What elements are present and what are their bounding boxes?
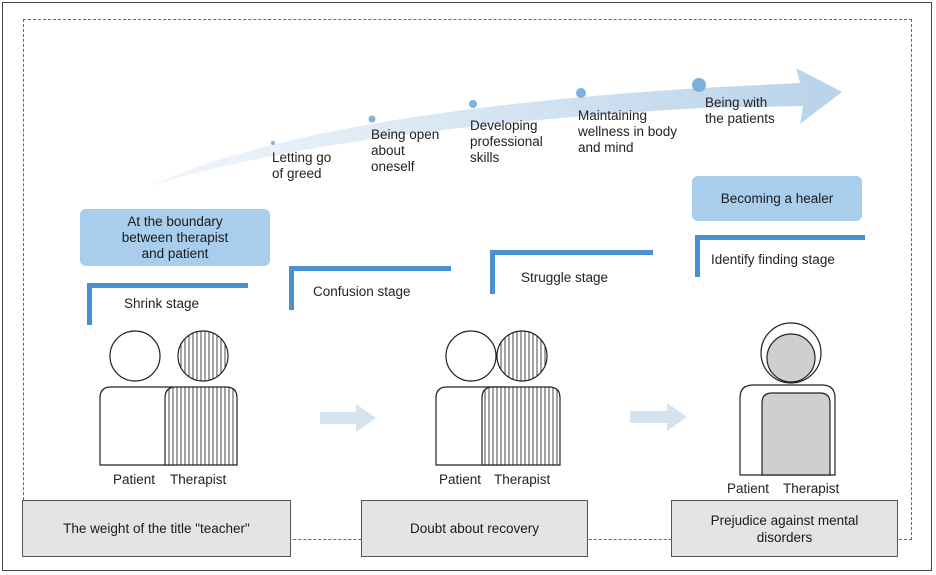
therapist-body-1 (164, 386, 238, 466)
therapist-head-1 (177, 330, 229, 382)
prejudice-box: Prejudice against mental disorders (671, 500, 898, 557)
therapist-body-3 (761, 392, 831, 476)
confusion-bracket-h (289, 266, 451, 271)
figure-group-3 (739, 322, 836, 476)
boundary-box: At the boundary between therapist and pa… (80, 209, 270, 266)
step-label-4: Maintaining wellness in body and mind (578, 108, 678, 155)
patient-head-2 (445, 330, 497, 382)
step-dot-3 (469, 100, 477, 108)
transition-arrow-2 (630, 403, 687, 431)
step-dot-2 (368, 115, 376, 123)
title-weight-box: The weight of the title "teacher" (22, 500, 291, 557)
therapist-head-2 (496, 330, 548, 382)
step-label-5: Being with the patients (705, 95, 775, 126)
shrink-bracket-v (87, 283, 92, 325)
transition-arrow-1 (320, 404, 376, 432)
identify-stage-label: Identify finding stage (711, 252, 835, 267)
shrink-bracket-h (87, 283, 248, 288)
shrink-stage-label: Shrink stage (124, 296, 200, 311)
progress-arrow (150, 68, 842, 186)
confusion-bracket-v (289, 266, 294, 310)
patient-label-2: Patient (439, 472, 482, 487)
figure-group-1 (99, 330, 238, 466)
confusion-stage-label: Confusion stage (313, 284, 411, 299)
struggle-stage-label: Struggle stage (521, 270, 609, 285)
step-label-1: Letting go of greed (272, 150, 332, 181)
figure-group-2 (435, 330, 561, 466)
patient-head-1 (109, 330, 161, 382)
step-label-2: Being open about oneself (371, 127, 440, 174)
identify-bracket-v (695, 235, 700, 277)
recovery-doubt-box: Doubt about recovery (361, 500, 588, 557)
therapist-label-1: Therapist (170, 472, 227, 487)
step-dot-4 (576, 88, 586, 98)
therapist-body-2 (481, 386, 561, 466)
healer-box: Becoming a healer (692, 176, 862, 221)
step-dot-5 (692, 78, 706, 92)
step-dot-1 (271, 141, 275, 145)
patient-label-3: Patient (727, 481, 770, 496)
therapist-label-3: Therapist (783, 481, 840, 496)
identify-bracket-h (695, 235, 865, 240)
therapist-label-2: Therapist (494, 472, 551, 487)
struggle-bracket-v (490, 250, 495, 294)
struggle-bracket-h (490, 250, 653, 255)
patient-body-1 (99, 386, 173, 466)
patient-label-1: Patient (113, 472, 156, 487)
step-label-3: Developing professional skills (470, 118, 543, 165)
therapist-head-3 (766, 333, 816, 383)
